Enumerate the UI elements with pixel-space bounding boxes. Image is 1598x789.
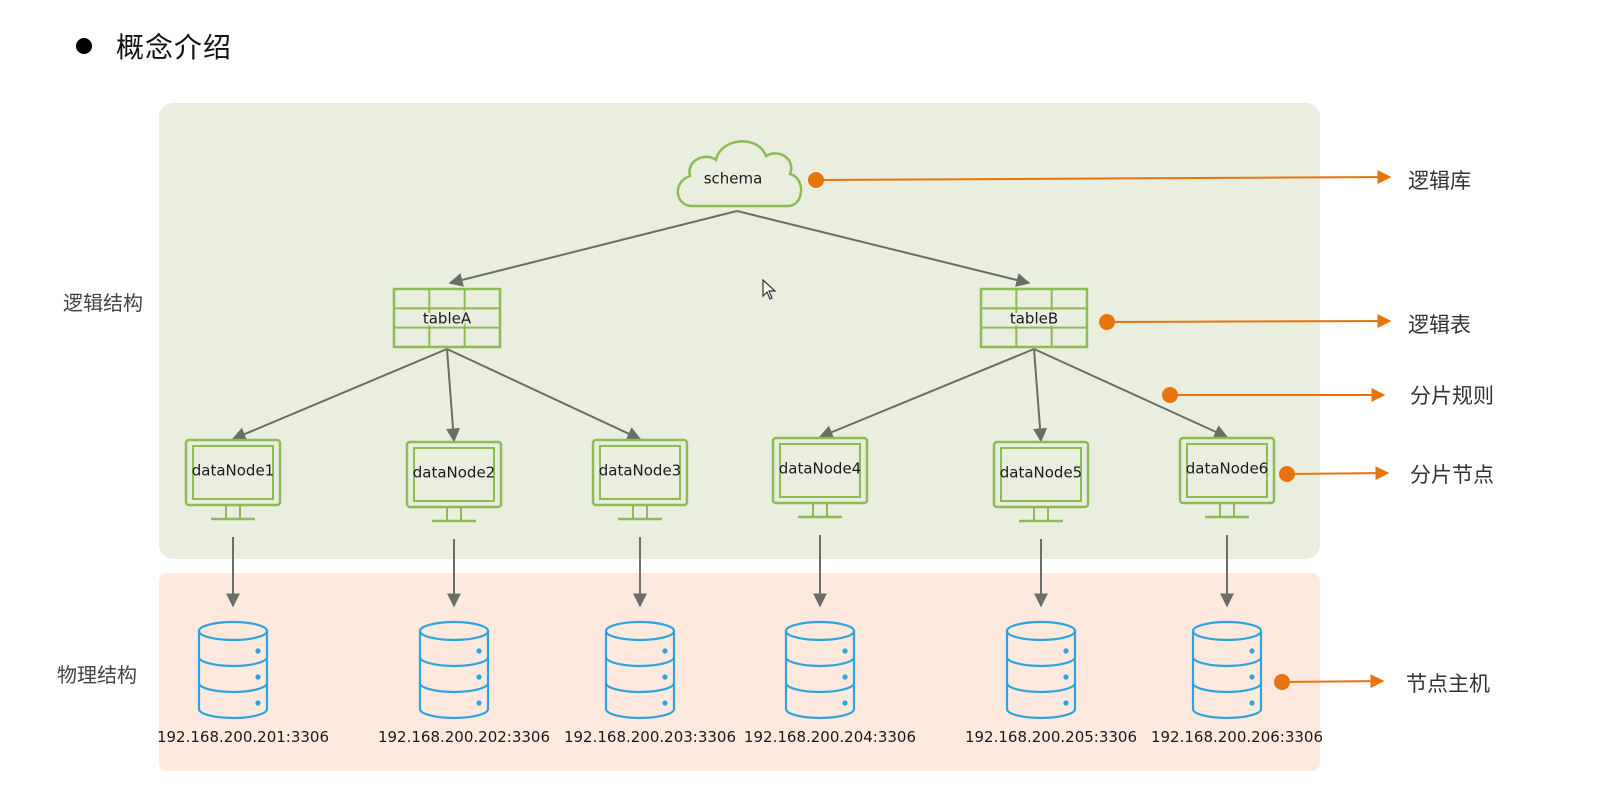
- edge-tableB-to-dataNode4: [818, 348, 1035, 439]
- data-node-label: dataNode2: [413, 464, 495, 482]
- data-node-label: dataNode6: [1186, 460, 1268, 478]
- edge-tableA-to-dataNode3: [446, 348, 642, 441]
- bullet-icon: [76, 38, 92, 54]
- data-node-label: dataNode4: [779, 460, 861, 478]
- database-icon: [1005, 620, 1077, 720]
- legend-node-host: 节点主机: [1406, 672, 1490, 696]
- database-icon: [604, 620, 676, 720]
- annotation-arrow-3: [1162, 387, 1386, 403]
- host-address: 192.168.200.203:3306: [563, 728, 737, 746]
- monitor-icon: [591, 438, 689, 521]
- nodes-layer: schema tableA tableB dataNode1 dataNode2 data…: [184, 140, 1276, 720]
- host-address: 192.168.200.201:3306: [156, 728, 330, 746]
- data-node-label: dataNode1: [192, 462, 274, 480]
- host-address: 192.168.200.204:3306: [743, 728, 917, 746]
- physical-structure-panel: [159, 573, 1320, 771]
- annotation-arrow-5: [1274, 674, 1385, 690]
- section-heading: 概念介绍: [76, 26, 232, 66]
- monitor-icon: [771, 436, 869, 519]
- database-icon: [197, 620, 269, 720]
- physical-structure-label: 物理结构: [57, 663, 137, 687]
- edge-tableA-to-dataNode2: [446, 348, 461, 443]
- annotation-arrow-1: [808, 170, 1392, 188]
- annotation-dot-icon: [1099, 314, 1115, 330]
- host-address: 192.168.200.205:3306: [964, 728, 1138, 746]
- annotations-layer: [808, 170, 1392, 690]
- annotation-dot-icon: [808, 172, 824, 188]
- edge-tableB-to-dataNode5: [1033, 348, 1048, 443]
- edge-tableB-to-dataNode6: [1033, 348, 1229, 439]
- monitor-icon: [184, 438, 282, 521]
- mouse-cursor-icon: [762, 279, 777, 300]
- annotation-dot-icon: [1279, 466, 1295, 482]
- logical-structure-label: 逻辑结构: [63, 291, 143, 315]
- table-grid-icon: [979, 287, 1089, 349]
- legend-logical-table: 逻辑表: [1408, 313, 1471, 337]
- edges-layer: [226, 210, 1234, 608]
- host-address: 192.168.200.206:3306: [1150, 728, 1324, 746]
- monitor-icon: [405, 440, 503, 523]
- database-icon: [784, 620, 856, 720]
- edge-schema-to-tableB: [736, 210, 1031, 287]
- legend-logical-db: 逻辑库: [1408, 169, 1471, 193]
- legend-sharding-rule: 分片规则: [1410, 384, 1494, 408]
- data-node-label: dataNode3: [599, 462, 681, 480]
- annotation-arrow-2: [1099, 314, 1392, 330]
- legend-data-node: 分片节点: [1410, 463, 1494, 487]
- schema-cloud-icon: [676, 140, 803, 208]
- edge-tableA-to-dataNode1: [231, 348, 448, 441]
- schema-label: schema: [704, 170, 763, 188]
- annotation-dot-icon: [1162, 387, 1178, 403]
- annotation-arrow-4: [1279, 466, 1390, 482]
- table-grid-icon: [392, 287, 502, 349]
- page-title: 概念介绍: [116, 31, 233, 64]
- table-label: tableB: [1010, 310, 1058, 328]
- data-node-label: dataNode5: [1000, 464, 1082, 482]
- database-icon: [418, 620, 490, 720]
- database-icon: [1191, 620, 1263, 720]
- annotation-dot-icon: [1274, 674, 1290, 690]
- host-address: 192.168.200.202:3306: [377, 728, 551, 746]
- monitor-icon: [1178, 436, 1276, 519]
- edge-schema-to-tableA: [448, 210, 738, 287]
- table-label: tableA: [423, 310, 472, 328]
- monitor-icon: [992, 440, 1090, 523]
